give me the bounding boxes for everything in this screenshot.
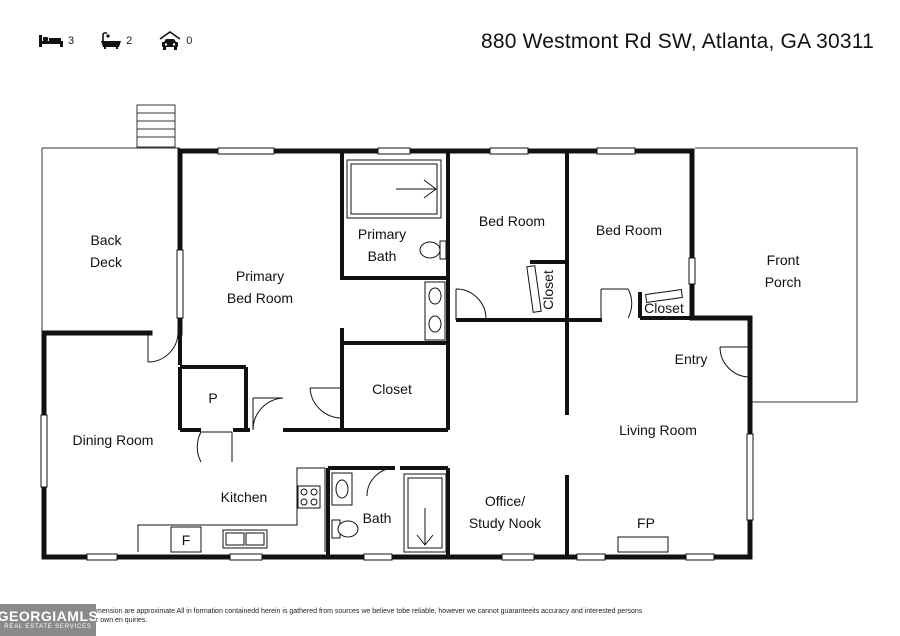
primary-bedroom-label-1: Primary (236, 268, 284, 284)
entry-label: Entry (675, 351, 708, 367)
closet-bed2-label: Closet (540, 270, 556, 310)
bedroom-count-value: 3 (68, 35, 75, 47)
back-steps (136, 104, 176, 148)
fridge-label: F (182, 532, 191, 548)
primary-vanity-sinks (424, 281, 446, 341)
footer: GEORGIAMLS REAL ESTATE SERVICES mension … (0, 604, 900, 636)
front-porch-label-2: Porch (765, 274, 802, 290)
back-deck-label-1: Back (90, 232, 122, 248)
bedroom-2-label: Bed Room (479, 213, 545, 229)
office-label-2: Study Nook (469, 515, 542, 531)
back-deck-outline (41, 147, 180, 336)
logo-sub-text: REAL ESTATE SERVICES (4, 624, 92, 630)
office-label-1: Office/ (485, 493, 525, 509)
bedroom-count: 3 (38, 34, 74, 48)
disclaimer-line-1: mension are approximate All in formation… (96, 608, 643, 615)
bathroom-count: 2 (100, 32, 132, 50)
primary-bedroom-label-2: Bed Room (227, 290, 293, 306)
property-stats: 3 2 0 (38, 28, 218, 54)
disclaimer-text: mension are approximate All in formation… (96, 607, 676, 625)
garage-count: 0 (158, 31, 192, 51)
logo-main-text: GEORGIAMLS (0, 608, 99, 624)
fireplace-label: FP (637, 515, 655, 531)
back-deck-label-2: Deck (90, 254, 123, 270)
doors (147, 288, 751, 497)
bathtub-icon (101, 32, 122, 49)
kitchen-counter (137, 467, 326, 553)
bath-fixtures (331, 472, 447, 553)
primary-toilet-icon (419, 240, 447, 260)
primary-shower (346, 159, 442, 219)
kitchen-label: Kitchen (221, 489, 268, 505)
disclaimer-line-2: r own en quiries. (96, 617, 148, 624)
interior-walls (178, 153, 692, 557)
georgiamls-logo: GEORGIAMLS REAL ESTATE SERVICES (0, 604, 99, 636)
windows (40, 147, 754, 561)
fireplace-hearth (617, 536, 669, 553)
primary-bath-label-1: Primary (358, 226, 406, 242)
bedroom-3-label: Bed Room (596, 222, 662, 238)
closet-primary-label: Closet (372, 381, 412, 397)
pantry-label: P (208, 390, 217, 406)
primary-bath-label-2: Bath (368, 248, 397, 264)
front-porch-outline (695, 147, 858, 403)
property-address: 880 Westmont Rd SW, Atlanta, GA 30311 (480, 30, 874, 53)
bath-label: Bath (363, 510, 392, 526)
front-porch-label-1: Front (767, 252, 800, 268)
closet-doors (526, 265, 683, 313)
dining-room-label: Dining Room (73, 432, 154, 448)
living-room-label: Living Room (619, 422, 697, 438)
closet-bed3-label: Closet (644, 300, 684, 316)
garage-icon (159, 31, 181, 50)
bed-icon (39, 35, 63, 47)
garage-count-value: 0 (186, 35, 193, 47)
bathroom-count-value: 2 (126, 35, 133, 47)
